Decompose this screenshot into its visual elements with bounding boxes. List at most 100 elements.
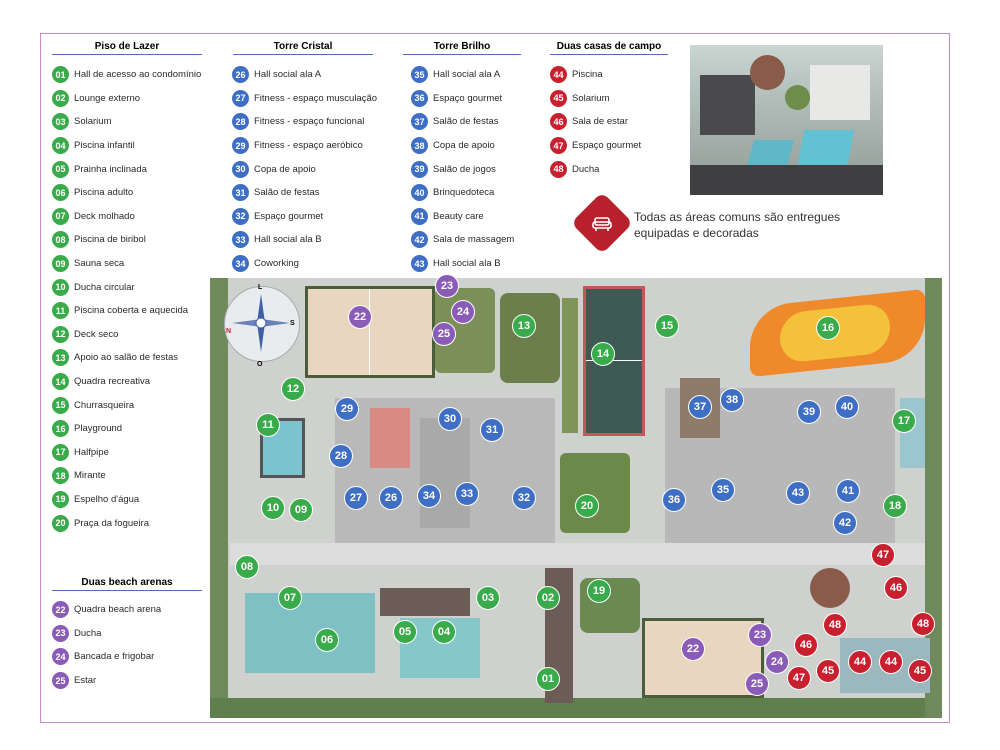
- map-marker-17[interactable]: 17: [892, 409, 916, 433]
- compass-label-s: S: [290, 320, 295, 327]
- map-marker-28[interactable]: 28: [329, 444, 353, 468]
- map-marker-46[interactable]: 46: [884, 576, 908, 600]
- legend-number-badge: 39: [411, 160, 428, 178]
- map-marker-23[interactable]: 23: [435, 274, 459, 298]
- map-marker-12[interactable]: 12: [281, 377, 305, 401]
- map-marker-06[interactable]: 06: [315, 628, 339, 652]
- legend-title-piso-lazer: Piso de Lazer: [52, 41, 202, 55]
- map-marker-48[interactable]: 48: [911, 612, 935, 636]
- map-marker-43[interactable]: 43: [786, 481, 810, 505]
- legend-label: Copa de apoio: [254, 163, 316, 175]
- map-marker-18[interactable]: 18: [883, 494, 907, 518]
- map-marker-03[interactable]: 03: [476, 586, 500, 610]
- map-marker-16[interactable]: 16: [816, 316, 840, 340]
- map-marker-24[interactable]: 24: [451, 300, 475, 324]
- map-marker-44[interactable]: 44: [879, 650, 903, 674]
- map-marker-42[interactable]: 42: [833, 511, 857, 535]
- map-marker-29[interactable]: 29: [335, 397, 359, 421]
- legend-number-badge: 41: [411, 207, 428, 225]
- legend-number-badge: 06: [52, 184, 69, 202]
- legend-label: Mirante: [74, 470, 106, 482]
- map-marker-34[interactable]: 34: [417, 484, 441, 508]
- map-marker-09[interactable]: 09: [289, 498, 313, 522]
- legend-label: Hall social ala B: [433, 258, 501, 270]
- legend-number-badge: 05: [52, 160, 69, 178]
- map-marker-32[interactable]: 32: [512, 486, 536, 510]
- map-marker-45[interactable]: 45: [816, 659, 840, 683]
- legend-item: 17 Halfpipe: [52, 441, 201, 465]
- map-marker-36[interactable]: 36: [662, 488, 686, 512]
- map-marker-35[interactable]: 35: [711, 478, 735, 502]
- map-marker-48[interactable]: 48: [823, 613, 847, 637]
- map-marker-11[interactable]: 11: [256, 413, 280, 437]
- legend-label: Hall social ala A: [254, 69, 322, 81]
- map-marker-02[interactable]: 02: [536, 586, 560, 610]
- legend-label: Quadra recreativa: [74, 376, 151, 388]
- map-marker-05[interactable]: 05: [393, 620, 417, 644]
- legend-number-badge: 31: [232, 184, 249, 202]
- map-marker-10[interactable]: 10: [261, 496, 285, 520]
- map-marker-44[interactable]: 44: [848, 650, 872, 674]
- legend-number-badge: 29: [232, 137, 249, 155]
- legend-label: Deck seco: [74, 328, 119, 340]
- map-marker-22[interactable]: 22: [348, 305, 372, 329]
- map-marker-04[interactable]: 04: [432, 620, 456, 644]
- map-marker-45[interactable]: 45: [908, 659, 932, 683]
- map-marker-23[interactable]: 23: [748, 623, 772, 647]
- map-marker-41[interactable]: 41: [836, 479, 860, 503]
- map-marker-39[interactable]: 39: [797, 400, 821, 424]
- map-marker-40[interactable]: 40: [835, 395, 859, 419]
- map-marker-31[interactable]: 31: [480, 418, 504, 442]
- map-marker-30[interactable]: 30: [438, 407, 462, 431]
- map-marker-15[interactable]: 15: [655, 314, 679, 338]
- map-marker-37[interactable]: 37: [688, 395, 712, 419]
- legend-label: Coworking: [254, 258, 299, 270]
- map-marker-22[interactable]: 22: [681, 637, 705, 661]
- map-marker-26[interactable]: 26: [379, 486, 403, 510]
- map-marker-25[interactable]: 25: [745, 672, 769, 696]
- legend-label: Piscina de biribol: [74, 234, 146, 246]
- map-marker-27[interactable]: 27: [344, 486, 368, 510]
- map-marker-13[interactable]: 13: [512, 314, 536, 338]
- map-marker-01[interactable]: 01: [536, 667, 560, 691]
- map-marker-47[interactable]: 47: [787, 666, 811, 690]
- legend-number-badge: 48: [550, 160, 567, 178]
- legend-number-badge: 46: [550, 113, 567, 131]
- map-marker-14[interactable]: 14: [591, 342, 615, 366]
- map-marker-33[interactable]: 33: [455, 482, 479, 506]
- map-marker-07[interactable]: 07: [278, 586, 302, 610]
- map-marker-46[interactable]: 46: [794, 633, 818, 657]
- map-marker-47[interactable]: 47: [871, 543, 895, 567]
- legend-number-badge: 04: [52, 137, 69, 155]
- legend-number-badge: 17: [52, 443, 69, 461]
- legend-label: Ducha: [74, 627, 102, 639]
- map-marker-19[interactable]: 19: [587, 579, 611, 603]
- legend-label: Halfpipe: [74, 446, 109, 458]
- map-marker-08[interactable]: 08: [235, 555, 259, 579]
- map-marker-38[interactable]: 38: [720, 388, 744, 412]
- legend-number-badge: 44: [550, 66, 567, 84]
- legend-number-badge: 27: [232, 89, 249, 107]
- map-marker-25[interactable]: 25: [432, 322, 456, 346]
- map-marker-24[interactable]: 24: [765, 650, 789, 674]
- map-marker-20[interactable]: 20: [575, 494, 599, 518]
